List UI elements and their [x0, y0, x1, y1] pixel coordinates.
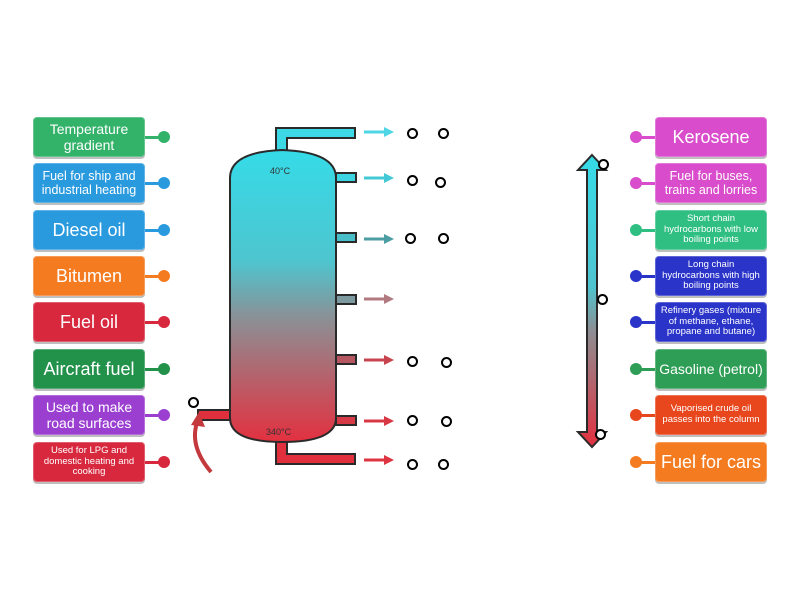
label-long-chain[interactable]: Long chain hydrocarbons with high boilin… — [655, 256, 767, 296]
label-temperature-gradient[interactable]: Temperature gradient — [33, 117, 145, 157]
connector-dot — [158, 363, 170, 375]
connector-line — [145, 229, 163, 232]
connector-line — [145, 461, 163, 464]
label-aircraft-fuel[interactable]: Aircraft fuel — [33, 349, 145, 389]
label-refinery-gases[interactable]: Refinery gases (mixture of methane, etha… — [655, 302, 767, 342]
inlet-arrow — [193, 419, 213, 474]
connector-line — [636, 368, 655, 371]
outlet-pipe — [335, 294, 357, 305]
label-fuel-oil[interactable]: Fuel oil — [33, 302, 145, 342]
connector-dot — [158, 409, 170, 421]
drop-zone[interactable] — [438, 459, 449, 470]
drop-zone[interactable] — [407, 128, 418, 139]
connector-line — [636, 136, 655, 139]
connector-dot — [158, 177, 170, 189]
label-road-surfaces[interactable]: Used to make road surfaces — [33, 395, 145, 435]
outlet-pipe — [335, 415, 357, 426]
connector-line — [145, 321, 163, 324]
outlet-pipe — [335, 232, 357, 243]
double-arrow-gradient — [575, 153, 609, 449]
connector-line — [636, 275, 655, 278]
outlet-arrow — [364, 294, 394, 304]
outlet-arrow — [364, 234, 394, 244]
connector-dot — [158, 456, 170, 468]
drop-zone[interactable] — [407, 175, 418, 186]
label-bitumen[interactable]: Bitumen — [33, 256, 145, 296]
drop-zone[interactable] — [405, 233, 416, 244]
connector-line — [636, 229, 655, 232]
label-vaporised-crude[interactable]: Vaporised crude oil passes into the colu… — [655, 395, 767, 435]
connector-line — [145, 368, 163, 371]
inlet-arrowhead — [191, 412, 205, 427]
label-lpg-heating-cooking[interactable]: Used for LPG and domestic heating and co… — [33, 442, 145, 482]
drop-zone[interactable] — [597, 294, 608, 305]
label-diesel-oil[interactable]: Diesel oil — [33, 210, 145, 250]
drop-zone[interactable] — [441, 357, 452, 368]
connector-line — [636, 182, 655, 185]
connector-line — [636, 461, 655, 464]
drop-zone[interactable] — [407, 356, 418, 367]
connector-line — [145, 275, 163, 278]
outlet-arrow — [364, 416, 394, 426]
top-temperature: 40°C — [270, 166, 291, 176]
drop-zone[interactable] — [438, 233, 449, 244]
connector-line — [145, 182, 163, 185]
connector-dot — [158, 270, 170, 282]
outlet-pipe — [335, 172, 357, 183]
outlet-arrows — [364, 127, 394, 465]
label-fuel-buses-trains[interactable]: Fuel for buses, trains and lorries — [655, 163, 767, 203]
label-short-chain[interactable]: Short chain hydrocarbons with low boilin… — [655, 210, 767, 250]
connector-line — [145, 414, 163, 417]
label-fuel-ship-industrial[interactable]: Fuel for ship and industrial heating — [33, 163, 145, 203]
outlet-arrow — [364, 173, 394, 183]
connector-line — [636, 414, 655, 417]
drop-zone[interactable] — [407, 415, 418, 426]
drop-zone[interactable] — [595, 429, 606, 440]
drop-zone[interactable] — [438, 128, 449, 139]
connector-line — [636, 321, 655, 324]
drop-zone[interactable] — [407, 459, 418, 470]
connector-line — [145, 136, 163, 139]
drop-zone[interactable] — [188, 397, 199, 408]
inlet-pipe — [197, 409, 233, 421]
outlet-arrow — [364, 127, 394, 137]
drop-zone[interactable] — [598, 159, 609, 170]
bottom-temperature: 340°C — [266, 427, 292, 437]
outlet-pipe — [335, 354, 357, 365]
column-body — [229, 148, 337, 444]
connector-dot — [158, 224, 170, 236]
connector-dot — [158, 131, 170, 143]
label-kerosene[interactable]: Kerosene — [655, 117, 767, 157]
drop-zone[interactable] — [441, 416, 452, 427]
drop-zone[interactable] — [435, 177, 446, 188]
connector-dot — [158, 316, 170, 328]
label-fuel-for-cars[interactable]: Fuel for cars — [655, 442, 767, 482]
label-gasoline[interactable]: Gasoline (petrol) — [655, 349, 767, 389]
outlet-arrow — [364, 355, 394, 365]
outlet-arrow — [364, 455, 394, 465]
